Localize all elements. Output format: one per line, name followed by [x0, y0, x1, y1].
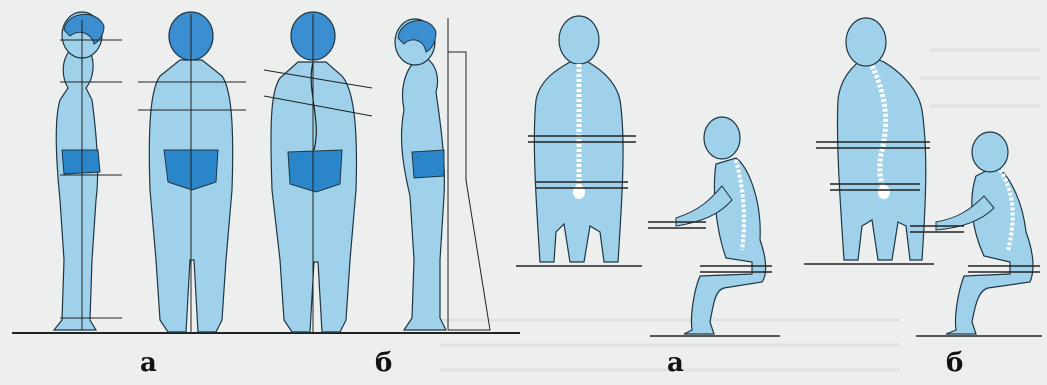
caption-sitting-correct: а — [667, 350, 684, 376]
head — [846, 18, 886, 66]
sitting-side-view-incorrect — [910, 132, 1042, 336]
caption-sitting-incorrect: б — [946, 350, 963, 376]
caption-standing-incorrect: б — [375, 350, 392, 376]
trunks — [412, 150, 444, 178]
standing-posture-group — [12, 12, 520, 333]
standing-back-view-incorrect — [264, 12, 372, 332]
body-silhouette — [684, 158, 766, 334]
sitting-posture-group — [516, 16, 1042, 336]
standing-side-view-incorrect — [395, 18, 490, 330]
body-silhouette — [946, 166, 1033, 334]
head — [972, 132, 1008, 172]
sitting-back-view-incorrect — [804, 18, 934, 264]
pelvis-bone — [573, 185, 585, 199]
standing-back-view-correct — [138, 12, 246, 332]
posture-outline-box — [448, 52, 490, 330]
head — [559, 16, 599, 64]
caption-standing-correct: а — [140, 350, 157, 376]
body-silhouette — [54, 48, 98, 330]
head — [704, 117, 740, 159]
trunks — [62, 150, 100, 174]
standing-side-view-correct — [54, 12, 122, 330]
trunks — [288, 150, 342, 192]
sitting-side-view-correct — [648, 117, 780, 336]
pelvis-bone — [878, 185, 890, 199]
sitting-back-view-correct — [516, 16, 642, 266]
body-silhouette — [402, 58, 446, 330]
